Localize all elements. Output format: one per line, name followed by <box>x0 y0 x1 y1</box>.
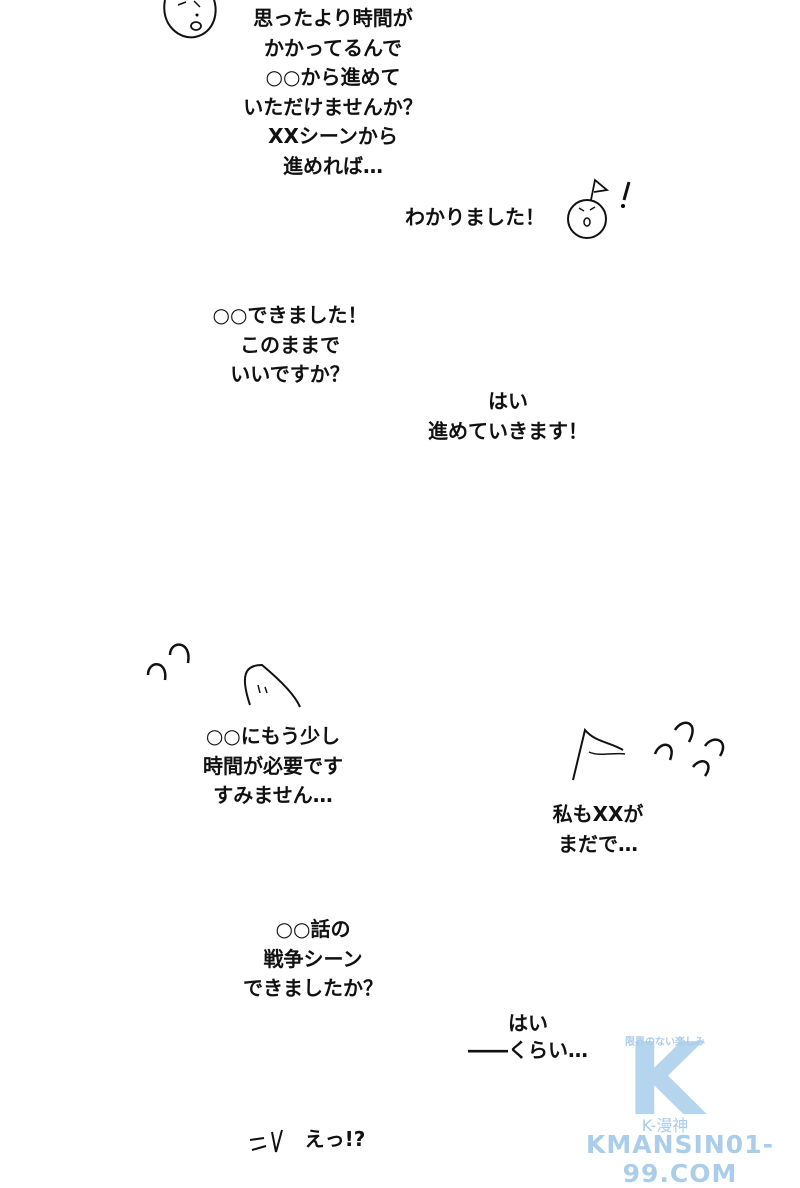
text-line: ――くらい… <box>468 1038 588 1062</box>
tired-face-doodle-icon <box>572 721 725 781</box>
text-line: 進めれば… <box>283 153 383 178</box>
text-line: ○○話の <box>275 917 351 941</box>
text-line: はい <box>488 389 528 413</box>
text-line: ○○できました！ <box>212 303 368 327</box>
text-line: ○○から進めて <box>265 65 401 89</box>
speech-bubble-understood: わかりました！ <box>405 203 545 233</box>
speech-bubble-done: ○○できました！ このままで いいですか？ <box>213 301 368 390</box>
shock-lines-doodle-icon <box>249 1129 283 1153</box>
speech-bubble-request: 思ったより時間が かかってるんで ○○から進めて いただけませんか？ XXシーン… <box>243 4 422 181</box>
text-line: できましたか？ <box>243 976 383 1000</box>
text-line: いいですか？ <box>230 362 350 386</box>
text-line: いただけませんか？ <box>243 94 423 119</box>
text-line: すみません… <box>213 783 333 807</box>
face-doodle-icon <box>163 0 217 39</box>
text-line: 思ったより時間が <box>253 6 413 30</box>
text-line: はい <box>508 1011 548 1035</box>
watermark-brand: K-漫神 <box>641 1116 689 1135</box>
text-line: XXシーンから <box>268 124 398 148</box>
text-line: 私もXXが <box>552 802 644 826</box>
speech-bubble-eh: えっ!? <box>305 1125 366 1155</box>
text-line: えっ!? <box>304 1127 366 1151</box>
text-line: 時間が必要です <box>203 753 343 778</box>
text-line: 進めていきます！ <box>428 418 588 443</box>
text-line: まだで… <box>558 831 638 856</box>
speech-bubble-about: はい ――くらい… <box>468 1010 588 1064</box>
surprised-face-doodle-icon <box>567 178 631 239</box>
speech-bubble-war-scene: ○○話の 戦争シーン できましたか？ <box>243 915 383 1004</box>
text-line: かかってるんで <box>264 35 402 60</box>
watermark-k-letter: K <box>626 1021 704 1138</box>
speech-bubble-me-too: 私もXXが まだで… <box>553 800 644 859</box>
text-line: わかりました！ <box>405 205 545 229</box>
sweat-lines-doodle-icon <box>146 643 301 708</box>
watermark-site: KMANSIN01-99.COM <box>586 1130 774 1188</box>
text-line: ○○にもう少し <box>205 724 341 748</box>
watermark-tagline: 限界のない楽しみ <box>625 1037 705 1048</box>
speech-bubble-apology: ○○にもう少し 時間が必要です すみません… <box>203 722 343 811</box>
text-line: このままで <box>240 332 340 357</box>
text-line: 戦争シーン <box>263 946 363 971</box>
speech-bubble-proceed: はい 進めていきます！ <box>428 387 588 446</box>
